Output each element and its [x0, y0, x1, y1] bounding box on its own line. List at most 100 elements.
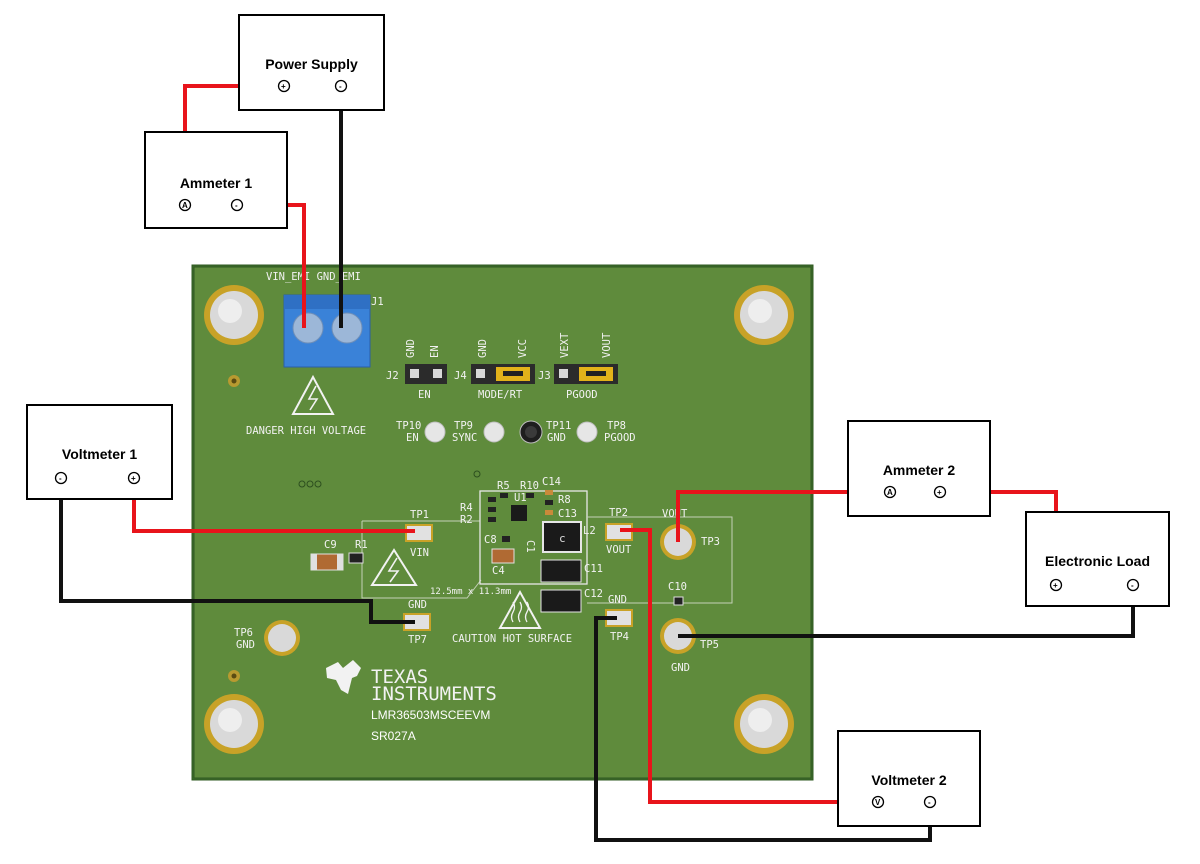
- j2-label: J2: [386, 370, 399, 382]
- j4-pin2-label: VCC: [517, 339, 529, 358]
- danger-high-voltage-icon: [291, 374, 335, 415]
- tp10-label: TP10: [396, 420, 421, 432]
- tp4-top-label: GND: [608, 594, 627, 606]
- c10-capacitor: [673, 596, 684, 606]
- j2-pin1-label: GND: [405, 339, 417, 358]
- board-revision: SR027A: [371, 729, 416, 743]
- electronic-load-label: Electronic Load: [1044, 553, 1151, 569]
- ammeter2-label: Ammeter 2: [882, 462, 956, 478]
- c9-label: C9: [324, 539, 337, 551]
- high-voltage-warning-icon: [370, 548, 418, 586]
- tp5-sub: GND: [671, 662, 690, 674]
- voltmeter2-label: Voltmeter 2: [871, 772, 947, 788]
- tp11-label: TP11: [546, 420, 571, 432]
- tp1-sub: VIN: [410, 547, 429, 559]
- power-supply-box: Power Supply: [238, 14, 385, 111]
- l2-label: L2: [583, 525, 596, 537]
- ammeter2-box: Ammeter 2: [847, 420, 991, 517]
- board-edge: [192, 265, 813, 780]
- mounting-hole-top-right: [734, 285, 794, 345]
- wire-tp4-to-voltmeter2: [594, 616, 932, 842]
- r1-resistor: [348, 552, 364, 564]
- tp7-label: TP7: [408, 634, 427, 646]
- ti-logo-line2: INSTRUMENTS: [371, 683, 497, 705]
- j4-label: J4: [454, 370, 467, 382]
- u1-ic: [511, 505, 527, 521]
- hot-surface-icon: [498, 589, 542, 629]
- c14-label: C14: [542, 476, 561, 488]
- size-label: 12.5mm x 11.3mm: [430, 587, 511, 597]
- tp6-label: TP6: [234, 627, 253, 639]
- power-supply-label: Power Supply: [265, 56, 358, 72]
- wire-tp3-to-ammeter2: [676, 490, 890, 542]
- tp1-label: TP1: [410, 509, 429, 521]
- u1-label: U1: [514, 492, 527, 504]
- j3-name: PGOOD: [566, 389, 598, 401]
- c12-capacitor: [540, 589, 582, 613]
- c13-label: C13: [558, 508, 577, 520]
- c11-capacitor: [540, 559, 582, 583]
- l2-inductor: [542, 521, 582, 553]
- r8-label: R8: [558, 494, 571, 506]
- output-area-outline: [587, 516, 733, 604]
- mounting-hole-bottom-left: [204, 694, 264, 754]
- r10-label: R10: [520, 480, 539, 492]
- j4-name: MODE/RT: [478, 389, 523, 401]
- c10-label: C10: [668, 581, 687, 593]
- tp8-sub: PGOOD: [604, 432, 636, 444]
- c4-capacitor: [491, 548, 515, 564]
- j2-pin2-label: EN: [429, 345, 441, 358]
- tp8-pad: [576, 421, 598, 443]
- svg-text:c: c: [559, 532, 566, 545]
- r2-label: R2: [460, 514, 473, 526]
- j1-terminal-block: [283, 294, 371, 368]
- core-area-outline: [479, 490, 588, 585]
- mounting-hole-bottom-right: [734, 694, 794, 754]
- tp2-label: TP2: [609, 507, 628, 519]
- voltmeter1-label: Voltmeter 1: [61, 446, 138, 462]
- wire-tp2-to-voltmeter2: [620, 528, 878, 804]
- tp3-top-label: VOUT: [662, 508, 688, 520]
- tp2-sub: VOUT: [606, 544, 632, 556]
- r1-label: R1: [355, 539, 368, 551]
- j3-label: J3: [538, 370, 551, 382]
- wire-voltmeter1-to-tp7: [59, 478, 415, 624]
- c12-label: C12: [584, 588, 603, 600]
- c11-label: C11: [584, 563, 603, 575]
- electronic-load-box: Electronic Load: [1025, 511, 1170, 607]
- tp5-label: TP5: [700, 639, 719, 651]
- danger-label: DANGER HIGH VOLTAGE: [246, 425, 366, 437]
- voltmeter2-box: Voltmeter 2: [837, 730, 981, 827]
- ti-logo-line1: TEXAS: [371, 666, 428, 688]
- c8-label: C8: [484, 534, 497, 546]
- j3-pin1-label: VEXT: [559, 332, 571, 358]
- board-model: LMR36503MSCEEVM: [371, 708, 490, 722]
- tp3-label: TP3: [701, 536, 720, 548]
- caution-label: CAUTION HOT SURFACE: [452, 633, 572, 645]
- c1-label: C1: [524, 540, 536, 553]
- r5-label: R5: [497, 480, 510, 492]
- tp9-sub: SYNC: [452, 432, 477, 444]
- ammeter1-box: Ammeter 1: [144, 131, 288, 229]
- j1-pin-labels: VIN_EMI GND_EMI: [266, 271, 361, 283]
- r4-label: R4: [460, 502, 473, 514]
- ti-logo-icon: [326, 660, 361, 694]
- tp10-sub: EN: [406, 432, 419, 444]
- j1-label: J1: [371, 296, 384, 308]
- j3-pin2-label: VOUT: [601, 332, 613, 358]
- tp10-pad: [424, 421, 446, 443]
- tp7-top-label: GND: [408, 599, 427, 611]
- voltmeter1-box: Voltmeter 1: [26, 404, 173, 500]
- j4-pin1-label: GND: [477, 339, 489, 358]
- tp4-label: TP4: [610, 631, 629, 643]
- tp8-label: TP8: [607, 420, 626, 432]
- tp9-label: TP9: [454, 420, 473, 432]
- tp6-sub: GND: [236, 639, 255, 651]
- j2-name: EN: [418, 389, 431, 401]
- tp9-pad: [483, 421, 505, 443]
- mounting-hole-top-left: [204, 285, 264, 345]
- tp11-sub: GND: [547, 432, 566, 444]
- c4-label: C4: [492, 565, 505, 577]
- ammeter1-label: Ammeter 1: [179, 175, 253, 191]
